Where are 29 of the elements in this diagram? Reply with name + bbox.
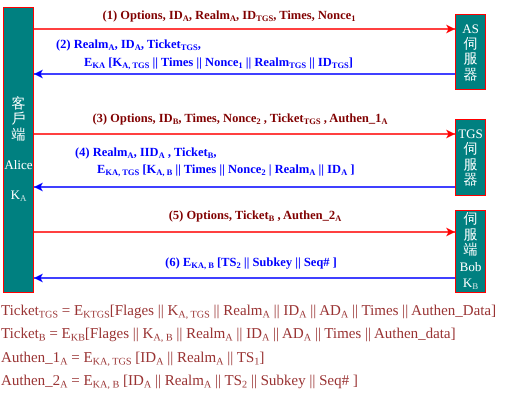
node-label: AS bbox=[462, 20, 479, 37]
edge-label: (1) Options, ID$_{A}$, Realm$_{A}$, ID$_{TGS}$, Times, Nonce$_{1}$ bbox=[102, 7, 356, 23]
node-label: Bob bbox=[460, 258, 482, 275]
arrow bbox=[34, 70, 455, 78]
server-box bbox=[455, 210, 486, 293]
arrow bbox=[34, 130, 455, 138]
client-box bbox=[3, 7, 34, 293]
node-label: 伺服器 bbox=[464, 36, 478, 84]
formula-text: Authen_2$_{A}$ = E$_{KA, B}$ [ID$_{A}$ || Realm$_{A}$ || TS$_{2}$ || Subkey || Seq# ] bbox=[1, 372, 358, 391]
edge-label: (6) E$_{KA, B}$ [TS$_{2}$ || Subkey || Seq# ] bbox=[165, 254, 337, 270]
edge-label: (5) Options, Ticket$_{B}$ , Authen_2$_{A}$ bbox=[168, 207, 342, 223]
arrow bbox=[34, 228, 455, 236]
node-label: 伺服器 bbox=[464, 142, 478, 189]
arrow bbox=[34, 274, 455, 282]
formula-text: Ticket$_{TGS}$ = E$_{KTGS}$[Flages || K$_{A, TGS}$ || Realm$_{A}$ || ID$_{A}$ || AD$_{A}$ || Times || Authen_Data] bbox=[1, 302, 496, 321]
server-box bbox=[455, 14, 486, 90]
node-label: 伺服端 bbox=[464, 212, 478, 259]
node-label: TGS bbox=[458, 126, 483, 142]
node-label: 客戶端 bbox=[12, 96, 26, 144]
arrow bbox=[34, 182, 455, 192]
edge-label: (3) Options, ID$_{B}$, Times, Nonce$_{2}$ , Ticket$_{TGS}$ , Authen_1$_{A}$ bbox=[92, 110, 388, 126]
node-label: Alice bbox=[4, 157, 33, 174]
formula-text: Authen_1$_{A}$ = E$_{KA, TGS}$ [ID$_{A}$ || Realm$_{A}$ || TS$_{1}$] bbox=[1, 348, 264, 368]
edge-label: (4) Realm$_{A}$, IID$_{A}$ , Ticket$_{B}$, E$_{KA, TGS}$ [K$_{A, B}$ || Times || Nonce$_{2}$ | Realm$_{A}$ || ID$_{A}$ ] bbox=[75, 144, 355, 178]
server-box bbox=[455, 119, 486, 196]
node-label: K$_{A}$ bbox=[10, 187, 26, 204]
formula-text: Ticket$_{B}$ = E$_{KB}$[Flages || K$_{A, B}$ || Realm$_{A}$ || ID$_{A}$ || AD$_{A}$ || Times || Authen_data] bbox=[1, 325, 456, 344]
node-label: K$_{B}$ bbox=[462, 274, 478, 291]
arrow bbox=[34, 24, 455, 34]
